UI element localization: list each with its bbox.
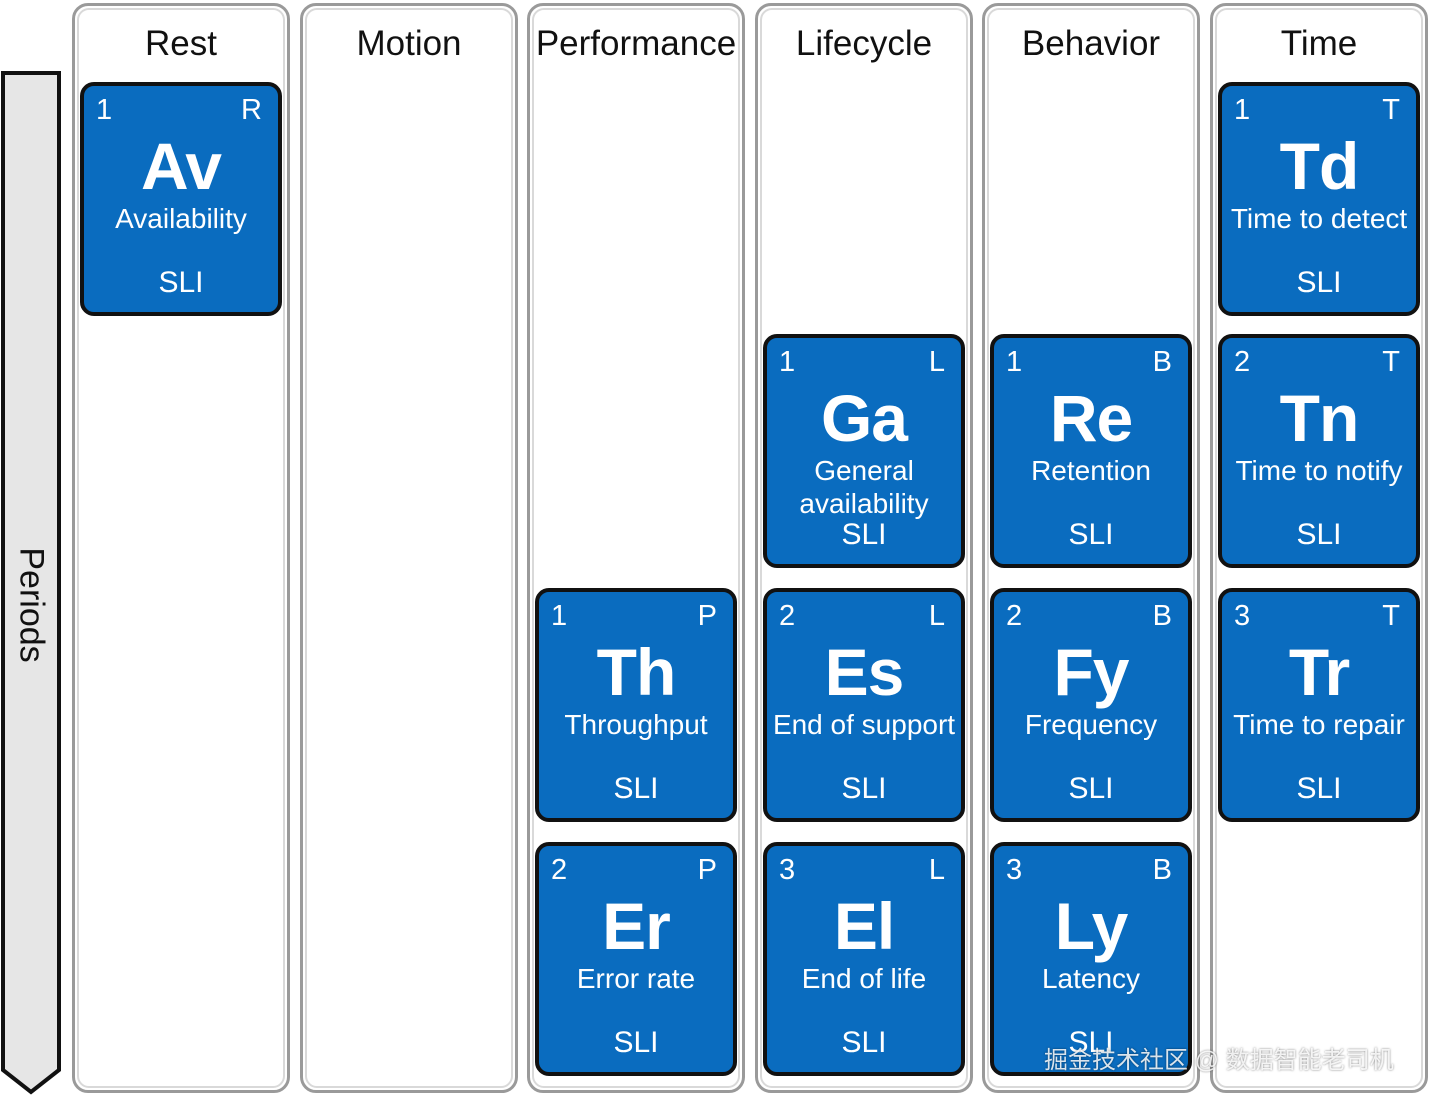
tile-number: 2 [1234, 346, 1251, 378]
tile-symbol: Fy [1053, 635, 1129, 709]
tile-sli: SLI [613, 1026, 659, 1059]
tile-symbol: Ga [820, 381, 908, 455]
tile-group: T [1382, 94, 1400, 126]
tile-number: 2 [779, 600, 796, 632]
tile-group: L [928, 854, 945, 886]
tile-symbol: Tr [1288, 635, 1350, 709]
tile-sli: SLI [1068, 1026, 1114, 1059]
tile-symbol: Td [1279, 129, 1360, 203]
tile-group: L [928, 600, 945, 632]
tile-latency: 3 B Ly Latency SLI [990, 842, 1192, 1076]
column-header: Lifecycle [795, 24, 933, 63]
tile-symbol: Es [824, 635, 905, 709]
tile-symbol: Tn [1279, 381, 1360, 455]
column-motion: Motion [300, 3, 518, 1093]
tile-name: Error rate [576, 963, 696, 994]
tile-sli: SLI [158, 266, 204, 299]
column-header: Time [1280, 24, 1358, 63]
tile-number: 3 [1006, 854, 1023, 886]
tile-number: 1 [1234, 94, 1251, 126]
tile-group: T [1382, 346, 1400, 378]
tile-symbol: Th [596, 635, 677, 709]
tile-sli: SLI [841, 518, 887, 551]
tile-name: End of support [772, 709, 956, 740]
periods-arrow [0, 70, 62, 1095]
tile-throughput: 1 P Th Throughput SLI [535, 588, 737, 822]
watermark-text: 掘金技术社区 @ 数据智能老司机 [1044, 1047, 1394, 1074]
tile-number: 3 [1234, 600, 1251, 632]
column-header: Motion [356, 24, 462, 63]
tile-number: 3 [779, 854, 796, 886]
tile-end-of-life: 3 L El End of life SLI [763, 842, 965, 1076]
tile-number: 2 [1006, 600, 1023, 632]
tile-number: 1 [1006, 346, 1023, 378]
periods-label: Periods [12, 547, 51, 663]
tile-name: Throughput [564, 709, 708, 740]
tile-sli: SLI [841, 1026, 887, 1059]
tile-name: Time to notify [1235, 455, 1403, 486]
tile-time-to-detect: 1 T Td Time to detect SLI [1218, 82, 1420, 316]
column-header: Behavior [1021, 24, 1161, 63]
tile-sli: SLI [841, 772, 887, 805]
tile-retention: 1 B Re Retention SLI [990, 334, 1192, 568]
tile-name: Time to detect [1230, 203, 1408, 234]
tile-symbol: Er [602, 889, 671, 963]
tile-error-rate: 2 P Er Error rate SLI [535, 842, 737, 1076]
tile-availability: 1 R Av Availability SLI [80, 82, 282, 316]
tile-number: 1 [779, 346, 796, 378]
tile-symbol: Re [1049, 381, 1133, 455]
tile-group: L [928, 346, 945, 378]
tile-name: Availability [115, 203, 247, 234]
tile-group: P [697, 600, 717, 632]
tile-time-to-repair: 3 T Tr Time to repair SLI [1218, 588, 1420, 822]
column-header: Performance [535, 24, 737, 63]
tile-group: B [1152, 854, 1172, 886]
tile-group: B [1152, 346, 1172, 378]
tile-sli: SLI [1068, 772, 1114, 805]
tile-sli: SLI [1068, 518, 1114, 551]
tile-name: End of life [801, 963, 927, 994]
tile-symbol: Ly [1054, 889, 1129, 963]
tile-sli: SLI [613, 772, 659, 805]
tile-end-of-support: 2 L Es End of support SLI [763, 588, 965, 822]
tile-number: 2 [551, 854, 568, 886]
tile-number: 1 [96, 94, 113, 126]
tile-group: R [241, 94, 262, 126]
tile-name: Frequency [1024, 709, 1158, 740]
tile-symbol: El [833, 889, 895, 963]
tile-name: Latency [1041, 963, 1141, 994]
tile-sli: SLI [1296, 772, 1342, 805]
tile-symbol: Av [141, 129, 222, 203]
tile-group: T [1382, 600, 1400, 632]
tile-time-to-notify: 2 T Tn Time to notify SLI [1218, 334, 1420, 568]
tile-sli: SLI [1296, 518, 1342, 551]
tile-name: Time to repair [1233, 709, 1405, 740]
tile-name: Retention [1031, 455, 1151, 486]
column-header: Rest [145, 24, 217, 63]
tile-number: 1 [551, 600, 568, 632]
tile-sli: SLI [1296, 266, 1342, 299]
tile-frequency: 2 B Fy Frequency SLI [990, 588, 1192, 822]
tile-group: B [1152, 600, 1172, 632]
tile-group: P [697, 854, 717, 886]
